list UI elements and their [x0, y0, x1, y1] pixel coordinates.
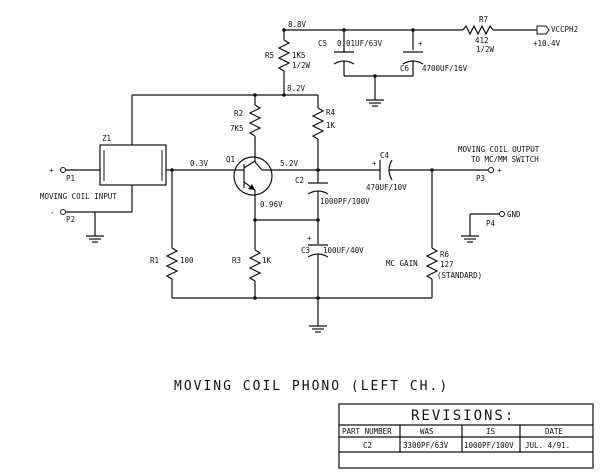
- output-label-2: TO MC/MM SWITCH: [471, 155, 539, 164]
- p4-terminal: [499, 211, 505, 217]
- q1-ref: Q1: [226, 155, 235, 164]
- supply-voltage: +10.4V: [533, 39, 561, 48]
- p2-ref: P2: [66, 215, 75, 224]
- r3-value: 1K: [262, 256, 272, 265]
- resistor-r7: [462, 24, 494, 36]
- resistor-r5: [277, 39, 291, 72]
- r7-value: 412: [475, 36, 489, 45]
- p3-sign: +: [497, 166, 502, 175]
- resistor-r2: [248, 104, 262, 137]
- c2-value: 1000PF/100V: [320, 197, 370, 206]
- r7-ref: R7: [479, 15, 488, 24]
- r6-note: (STANDARD): [437, 271, 482, 280]
- r2-ref: R2: [234, 109, 243, 118]
- rev-cell-part: C2: [363, 441, 372, 450]
- p4-label: GND: [507, 210, 521, 219]
- p4-ref: P4: [486, 219, 496, 228]
- p3-ref: P3: [476, 174, 485, 183]
- p2-sign: -: [50, 208, 55, 217]
- z1-block: [99, 144, 167, 186]
- rev-cell-was: 3300PF/63V: [403, 441, 449, 450]
- c3-value: 100UF/40V: [323, 246, 364, 255]
- p1-sign: +: [49, 166, 54, 175]
- node-voltage-collector: 5.2V: [280, 159, 299, 168]
- c6-ref: C6: [400, 64, 410, 73]
- p1-ref: P1: [66, 174, 75, 183]
- c5-value: 0.01UF/63V: [337, 39, 383, 48]
- supply-section: 8.8V R7 412 1/2W VCCPH2 +10.4V C5 0.01UF…: [265, 15, 578, 107]
- r4-value: 1K: [326, 121, 336, 130]
- p3-terminal: [488, 167, 494, 173]
- transistor-q1: [233, 156, 273, 196]
- c4-value: 470UF/10V: [366, 183, 407, 192]
- rev-cell-is: 1000PF/100V: [464, 441, 514, 450]
- ground-icon: [366, 99, 384, 107]
- ground-icon: [461, 235, 479, 243]
- r2-value: 7K5: [230, 124, 244, 133]
- c3-plus: +: [307, 234, 312, 243]
- input-label: MOVING COIL INPUT: [40, 192, 117, 201]
- resistor-r3: [248, 249, 262, 282]
- c5-ref: C5: [318, 39, 327, 48]
- resistor-r4: [311, 107, 325, 140]
- supply-connector-icon: [536, 25, 550, 35]
- r6-ref: R6: [440, 250, 450, 259]
- rev-header-date: DATE: [545, 427, 564, 436]
- r7-rating: 1/2W: [476, 45, 495, 54]
- r6-function: MC GAIN: [386, 259, 418, 268]
- r4-ref: R4: [326, 108, 336, 117]
- node-voltage-8v2: 8.2V: [287, 84, 306, 93]
- drawing-title: MOVING COIL PHONO (LEFT CH.): [174, 379, 449, 394]
- c2-ref: C2: [295, 176, 304, 185]
- p2-terminal: [60, 209, 66, 215]
- c4-plus: +: [372, 159, 377, 168]
- r5-ref: R5: [265, 51, 274, 60]
- r1-ref: R1: [150, 256, 159, 265]
- c4-ref: C4: [380, 151, 390, 160]
- resistor-r6: [425, 247, 439, 280]
- r6-value: 127: [440, 260, 454, 269]
- rev-cell-date: JUL. 4/91.: [525, 441, 570, 450]
- rev-header-is: IS: [486, 427, 496, 436]
- r1-value: 100: [180, 256, 194, 265]
- node-voltage-emitter: 0.96V: [260, 200, 283, 209]
- node-voltage-base: 0.3V: [190, 159, 209, 168]
- revisions-title: REVISIONS:: [411, 408, 515, 424]
- revisions-table: REVISIONS: PART NUMBER WAS IS DATE C2 33…: [338, 403, 594, 469]
- resistor-r1: [165, 247, 179, 280]
- rev-header-part: PART NUMBER: [342, 427, 392, 436]
- c3-ref: C3: [301, 246, 310, 255]
- node-voltage-8v8: 8.8V: [288, 20, 307, 29]
- r3-ref: R3: [232, 256, 241, 265]
- z1-ref: Z1: [102, 134, 111, 143]
- output-label-1: MOVING COIL OUTPUT: [458, 145, 540, 154]
- p1-terminal: [60, 167, 66, 173]
- r5-value: 1K5: [292, 51, 306, 60]
- c6-plus: +: [418, 39, 423, 48]
- c6-value: 4700UF/16V: [422, 64, 468, 73]
- r5-rating: 1/2W: [292, 61, 311, 70]
- supply-name: VCCPH2: [551, 25, 578, 34]
- ground-icon: [86, 235, 104, 243]
- ground-icon: [309, 325, 327, 333]
- rev-header-was: WAS: [420, 427, 434, 436]
